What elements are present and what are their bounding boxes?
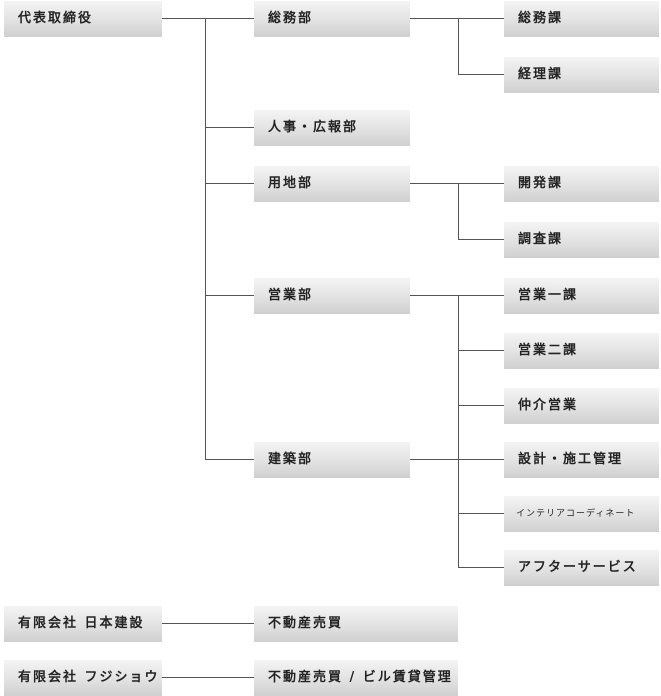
node-section-development: 開発課 [504,166,659,202]
connector-line [205,295,254,296]
connector-line [162,623,254,624]
node-dept-sales: 営業部 [254,278,410,314]
connector-line [458,405,504,406]
connector-line [162,18,254,19]
connector-line [205,127,254,128]
node-dept-land: 用地部 [254,166,410,202]
node-section-design: 設計・施工管理 [504,442,659,478]
node-ceo: 代表取締役 [4,1,162,37]
node-dept-general: 総務部 [254,1,410,37]
node-section-after-service: アフターサービス [504,550,659,586]
connector-line [410,295,504,296]
connector-line [205,459,254,460]
connector-line [458,295,459,567]
node-section-sales-1: 営業一課 [504,278,659,314]
connector-line [458,74,504,75]
node-section-sales-2: 営業二課 [504,333,659,369]
connector-line [410,183,504,184]
connector-line [162,677,254,678]
node-section-interior: インテリアコーディネート [504,496,659,532]
connector-line [458,18,459,74]
connector-line [458,567,504,568]
connector-line [205,183,254,184]
node-section-brokerage: 仲介営業 [504,388,659,424]
connector-line [458,239,504,240]
node-dept-construction: 建築部 [254,442,410,478]
node-section-accounting: 経理課 [504,57,659,93]
node-section-general-affairs: 総務課 [504,1,659,37]
connector-line [458,513,504,514]
node-affiliate-fujishou-business: 不動産売買 / ビル賃貸管理 [254,660,458,696]
node-affiliate-fujishou: 有限会社 フジショウ [4,660,162,696]
node-section-survey: 調査課 [504,222,659,258]
connector-line [410,18,504,19]
connector-line [410,459,504,460]
node-affiliate-nihon-kensetsu: 有限会社 日本建設 [4,606,162,642]
node-dept-hr-pr: 人事・広報部 [254,110,410,146]
node-affiliate-nihon-kensetsu-business: 不動産売買 [254,606,458,642]
connector-line [458,350,504,351]
connector-line [458,183,459,239]
connector-line [205,18,206,459]
